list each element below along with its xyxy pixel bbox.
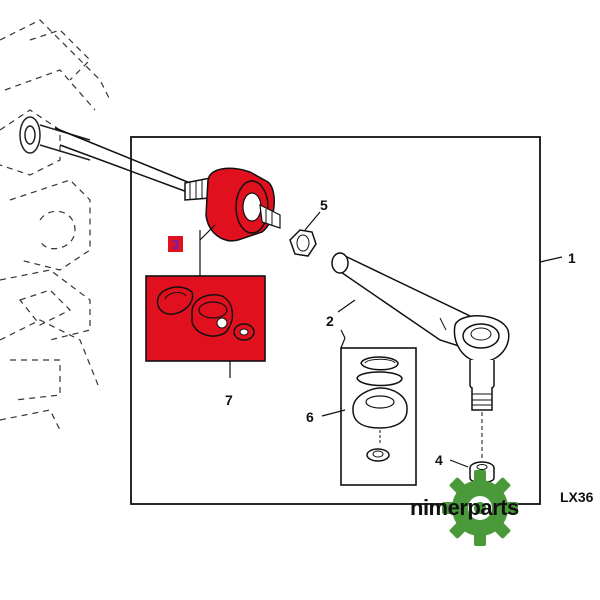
callout-3-highlight [168,236,183,252]
callout-5: 5 [320,197,328,213]
brand-name: nimerparts [410,495,519,520]
callout-1: 1 [568,250,576,266]
socket-repair-kit [145,275,266,362]
leader-6 [321,409,346,417]
inner-tie-rod-socket [184,167,281,242]
leader-5 [304,211,321,231]
callout-2: 2 [326,313,334,329]
leader-3-diag [199,224,216,241]
callout-7: 7 [225,392,233,408]
leader-kit-6b [340,329,346,339]
jam-nut [289,229,317,257]
leader-4 [449,459,469,468]
tie-rod-shaft-line [54,127,191,184]
leader-kit-6 [340,337,346,349]
figure-code: LX36 [560,489,594,505]
callout-6: 6 [306,409,314,425]
leader-2 [337,299,356,313]
outer-tie-rod [331,252,510,411]
assembly-frame [130,136,541,505]
seal-kit-box [340,347,417,486]
background-chassis [0,19,111,431]
tie-rod-shaft-line-2 [59,144,191,194]
nimerparts-logo: nimerparts [410,470,519,546]
callout-3: 3 [172,237,179,252]
leader-1 [539,256,563,263]
callout-4: 4 [435,452,443,468]
